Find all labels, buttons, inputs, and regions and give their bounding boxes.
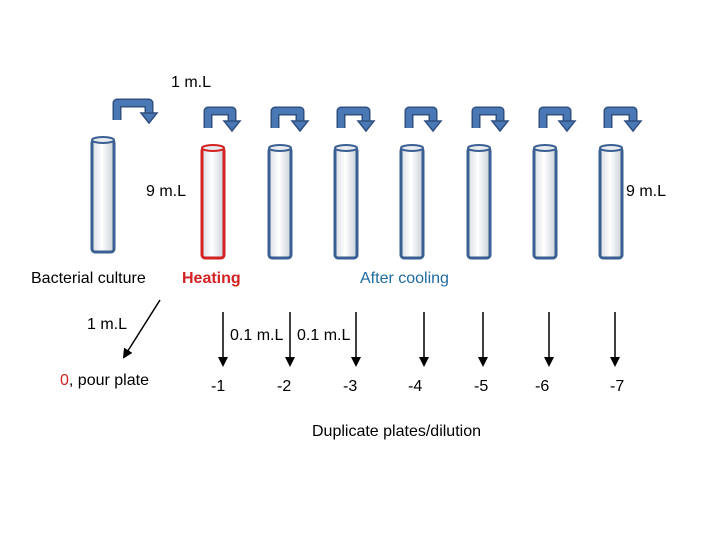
dilution-tube — [333, 144, 359, 260]
transfer-arrows — [112, 98, 643, 133]
transfer-arrow — [404, 106, 443, 133]
diluent-volume-label-left: 9 m.L — [146, 183, 187, 200]
dilution-tube — [532, 144, 558, 260]
transfer-arrow — [336, 106, 376, 133]
plating-arrows — [122, 299, 620, 367]
dilution-tube — [598, 144, 624, 260]
dilution-label: -2 — [277, 378, 292, 395]
dilution-label: -4 — [408, 378, 423, 395]
heated-tube — [200, 144, 226, 260]
dilution-label: -5 — [474, 378, 489, 395]
dilution-label: -6 — [535, 378, 550, 395]
dilution-tube — [399, 144, 425, 260]
dilution-tube — [466, 144, 492, 260]
dilution-label: -1 — [211, 378, 226, 395]
dilution-label: -3 — [343, 378, 358, 395]
plate-volume-label-3: 0.1 m.L — [297, 327, 351, 344]
transfer-volume-label: 1 m.L — [171, 74, 212, 91]
transfer-arrow — [270, 106, 310, 133]
diluent-volume-label-right: 9 m.L — [626, 183, 667, 200]
pour-plate-text: , pour plate — [68, 372, 149, 389]
duplicate-plates-label: Duplicate plates/dilution — [312, 423, 481, 440]
transfer-arrow — [203, 106, 242, 133]
transfer-arrow — [603, 106, 643, 133]
plate-volume-label-1: 1 m.L — [87, 316, 128, 333]
tube-row — [90, 136, 624, 260]
dilution-label: -7 — [610, 378, 625, 395]
culture-tube — [90, 136, 116, 254]
pour-plate-arrow — [122, 299, 161, 359]
heating-label: Heating — [182, 270, 241, 287]
plate-volume-label-2: 0.1 m.L — [230, 327, 284, 344]
dilution-tube — [267, 144, 293, 260]
transfer-arrow — [471, 106, 510, 133]
pour-plate-label: 0, pour plate — [60, 373, 149, 389]
after-cooling-label: After cooling — [360, 270, 449, 287]
transfer-arrow — [112, 98, 159, 125]
transfer-arrow — [538, 106, 577, 133]
bacterial-culture-label: Bacterial culture — [31, 270, 146, 287]
pour-plate-zero: 0 — [60, 372, 69, 389]
